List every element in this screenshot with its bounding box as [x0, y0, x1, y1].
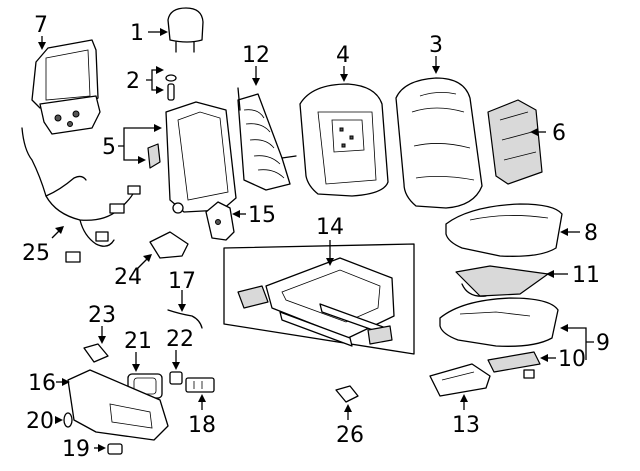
- part-3-back-cover: [395, 77, 483, 209]
- callout-22: 22: [166, 327, 194, 352]
- part-8-cushion-cover: [445, 203, 563, 257]
- callout-6: 6: [552, 121, 566, 146]
- part-4-back-cushion: [299, 83, 389, 197]
- leader-lines: [38, 28, 594, 452]
- part-2-guide: [165, 74, 177, 101]
- part-5-back-frame: [147, 101, 237, 214]
- callout-1: 1: [130, 21, 144, 46]
- callout-17: 17: [168, 269, 196, 294]
- callout-19: 19: [62, 437, 90, 462]
- callout-10: 10: [558, 347, 586, 372]
- part-15-bracket: [205, 201, 235, 241]
- part-16-shield: [67, 369, 169, 441]
- callout-25: 25: [22, 241, 50, 266]
- part-13-module: [429, 363, 491, 397]
- callout-23: 23: [88, 303, 116, 328]
- callout-8: 8: [584, 221, 598, 246]
- part-1-headrest: [167, 7, 204, 53]
- callout-5: 5: [102, 135, 116, 160]
- callout-18: 18: [188, 413, 216, 438]
- callout-13: 13: [452, 413, 480, 438]
- callout-7: 7: [34, 13, 48, 38]
- callout-16: 16: [28, 371, 56, 396]
- callout-9: 9: [596, 331, 610, 356]
- callout-15: 15: [248, 203, 276, 228]
- callout-3: 3: [429, 33, 443, 58]
- part-7-back-panel: [31, 39, 101, 135]
- part-6-pad: [487, 99, 543, 185]
- callout-2: 2: [126, 69, 140, 94]
- part-18-switch: [185, 377, 215, 393]
- part-26-clip: [335, 385, 359, 403]
- part-25-harness: [21, 127, 141, 263]
- part-22-knob: [169, 371, 183, 385]
- callout-11: 11: [572, 263, 600, 288]
- part-9-cushion: [439, 297, 559, 347]
- part-10-pad: [487, 351, 541, 379]
- callout-4: 4: [336, 43, 350, 68]
- part-20-cap: [63, 412, 73, 428]
- callout-21: 21: [124, 329, 152, 354]
- part-19-cover: [107, 443, 123, 455]
- part-12-spring-mat: [237, 87, 297, 191]
- part-17-link: [167, 309, 203, 329]
- callout-20: 20: [26, 409, 54, 434]
- part-14-adjuster-box: [223, 243, 415, 355]
- part-23-clip: [83, 343, 109, 363]
- callout-12: 12: [242, 43, 270, 68]
- part-24-bracket: [149, 231, 189, 259]
- callout-labels: 1 2 3 4 5 6 7 8 9 10 11 12 13 14 15 16 1…: [22, 13, 610, 462]
- callout-24: 24: [114, 265, 142, 290]
- part-11-heater-mat: [455, 265, 549, 297]
- callout-26: 26: [336, 423, 364, 448]
- callout-14: 14: [316, 215, 344, 240]
